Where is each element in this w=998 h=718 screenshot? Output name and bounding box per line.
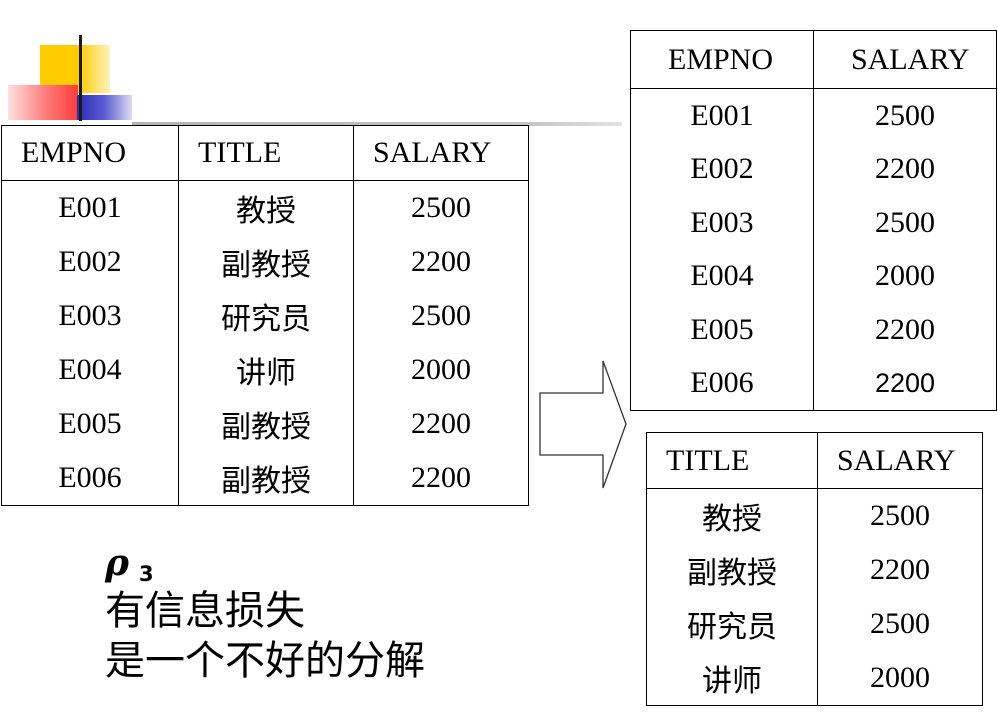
empno-cell: E002 (630, 142, 814, 196)
empno-cell: E003 (1, 289, 179, 343)
salary-cell: 2000 (817, 651, 983, 706)
logo-red-bar (8, 85, 78, 120)
empno-cell: E004 (1, 343, 179, 397)
table-row: E001 2500 (630, 88, 997, 143)
salary-cell: 2200 (353, 451, 529, 506)
table-row: E005 2200 (630, 303, 997, 357)
rho-subscript: 3 (139, 562, 154, 586)
rho-symbol: ρ (105, 542, 129, 584)
title-cell: 副教授 (178, 397, 354, 451)
caption-line-2: 是一个不好的分解 (105, 639, 425, 683)
empno-cell: E004 (630, 249, 814, 303)
table-row: 研究员 2500 (646, 597, 983, 651)
salary-cell: 2200 (353, 397, 529, 451)
salary-cell: 2000 (813, 249, 997, 303)
table-row: E003 2500 (630, 196, 997, 250)
salary-cell: 2500 (817, 488, 983, 543)
salary-cell: 2200 (817, 543, 983, 597)
title-cell: 讲师 (646, 651, 818, 706)
table-header-row: EMPNO TITLE SALARY (1, 125, 529, 181)
empno-header: EMPNO (1, 125, 179, 181)
salary-cell: 2200 (353, 235, 529, 289)
title-cell: 研究员 (646, 597, 818, 651)
title-salary-table: TITLE SALARY 教授 2500 副教授 2200 研究员 2500 讲… (646, 432, 983, 706)
title-cell: 副教授 (178, 451, 354, 506)
empno-cell: E001 (630, 88, 814, 143)
table-row: E006 副教授 2200 (1, 451, 529, 506)
empno-cell: E006 (1, 451, 179, 506)
title-cell: 教授 (646, 488, 818, 543)
empno-cell: E005 (630, 303, 814, 357)
title-cell: 研究员 (178, 289, 354, 343)
table-row: E005 副教授 2200 (1, 397, 529, 451)
original-relation-table: EMPNO TITLE SALARY E001 教授 2500 E002 副教授… (1, 125, 529, 506)
table-row: 讲师 2000 (646, 651, 983, 706)
salary-cell: 2200 (813, 142, 997, 196)
salary-header: SALARY (817, 432, 983, 489)
arrow-shape (539, 360, 627, 489)
table-row: 教授 2500 (646, 488, 983, 543)
salary-cell: 2500 (813, 196, 997, 250)
salary-cell: 2500 (813, 88, 997, 143)
table-row: E001 教授 2500 (1, 180, 529, 235)
title-cell: 副教授 (646, 543, 818, 597)
table-row: 副教授 2200 (646, 543, 983, 597)
salary-header: SALARY (813, 30, 997, 89)
table-row: E002 副教授 2200 (1, 235, 529, 289)
empno-cell: E002 (1, 235, 179, 289)
empno-salary-table: EMPNO SALARY E001 2500 E002 2200 E003 25… (630, 30, 997, 411)
table-row: E002 2200 (630, 142, 997, 196)
title-header: TITLE (178, 125, 354, 181)
salary-cell: 2000 (353, 343, 529, 397)
salary-cell: 2500 (817, 597, 983, 651)
title-cell: 讲师 (178, 343, 354, 397)
salary-header: SALARY (353, 125, 529, 181)
table-row: E004 讲师 2000 (1, 343, 529, 397)
salary-cell: 2200 (813, 356, 997, 411)
title-cell: 教授 (178, 180, 354, 235)
salary-cell: 2500 (353, 180, 529, 235)
table-row: E004 2000 (630, 249, 997, 303)
salary-cell: 2200 (813, 303, 997, 357)
title-cell: 副教授 (178, 235, 354, 289)
logo-blue-bar (77, 95, 132, 120)
empno-cell: E005 (1, 397, 179, 451)
empno-cell: E003 (630, 196, 814, 250)
empno-cell: E006 (630, 356, 814, 411)
table-row: E003 研究员 2500 (1, 289, 529, 343)
empno-header: EMPNO (630, 30, 814, 89)
table-header-row: TITLE SALARY (646, 432, 983, 489)
empno-cell: E001 (1, 180, 179, 235)
table-header-row: EMPNO SALARY (630, 30, 997, 89)
header-rule (132, 122, 622, 126)
salary-cell: 2500 (353, 289, 529, 343)
caption-line-1: 有信息损失 (105, 589, 305, 633)
logo-vertical-line (79, 35, 82, 121)
title-header: TITLE (646, 432, 818, 489)
table-row: E006 2200 (630, 356, 997, 411)
